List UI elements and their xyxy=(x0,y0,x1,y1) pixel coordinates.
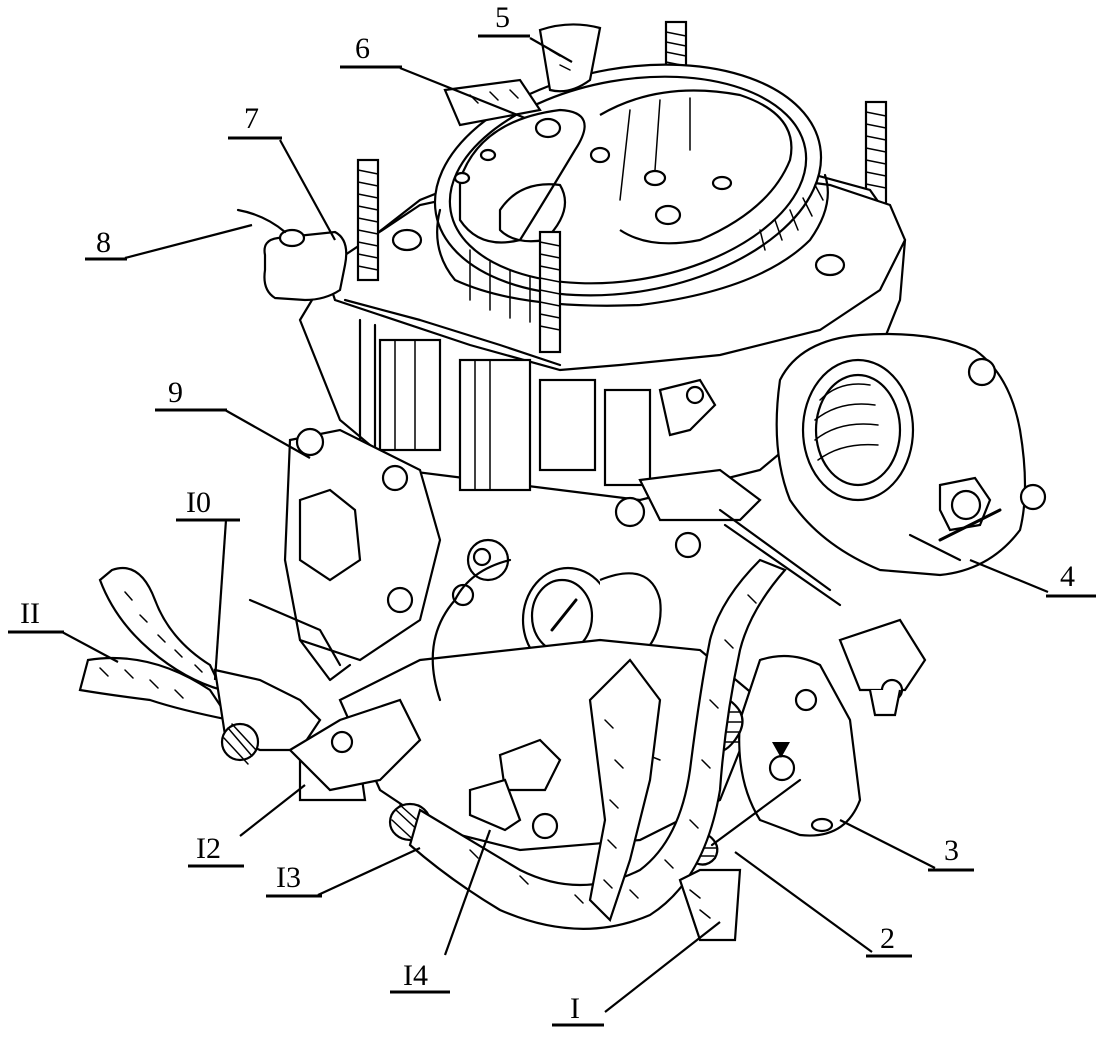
callout-label-9: 9 xyxy=(168,376,183,409)
callout-1: I xyxy=(552,992,604,1027)
callout-label-7: 7 xyxy=(244,102,259,135)
callout-label-11: II xyxy=(20,597,40,630)
callout-label-6: 6 xyxy=(355,32,370,65)
carburetor-body xyxy=(78,20,1047,942)
callout-4: 4 xyxy=(1046,560,1096,598)
callout-label-14: I4 xyxy=(403,959,428,992)
callout-5: 5 xyxy=(478,1,530,38)
callout-label-12: I2 xyxy=(196,832,221,865)
callout-6: 6 xyxy=(340,32,402,69)
callout-label-3: 3 xyxy=(944,834,959,867)
callout-13: I3 xyxy=(266,861,322,898)
callout-label-4: 4 xyxy=(1060,560,1075,593)
callout-7: 7 xyxy=(228,102,282,140)
callout-label-8: 8 xyxy=(96,226,111,259)
callout-label-13: I3 xyxy=(276,861,301,894)
callout-8: 8 xyxy=(85,226,127,261)
callout-12: I2 xyxy=(188,832,244,868)
callout-label-5: 5 xyxy=(495,1,510,34)
callout-label-2: 2 xyxy=(880,922,895,955)
callout-label-1: I xyxy=(570,992,580,1025)
callout-labels: 5 6 7 8 9 I0 II I2 xyxy=(8,1,1096,1027)
callout-2: 2 xyxy=(866,922,912,958)
callout-label-10: I0 xyxy=(186,486,211,519)
callout-9: 9 xyxy=(155,376,227,412)
callout-3: 3 xyxy=(928,834,974,872)
callout-10: I0 xyxy=(176,486,240,522)
callout-11: II xyxy=(8,597,64,634)
fuel-hoses xyxy=(78,23,787,942)
leader-lines xyxy=(61,37,1049,1013)
callout-14: I4 xyxy=(390,959,450,994)
